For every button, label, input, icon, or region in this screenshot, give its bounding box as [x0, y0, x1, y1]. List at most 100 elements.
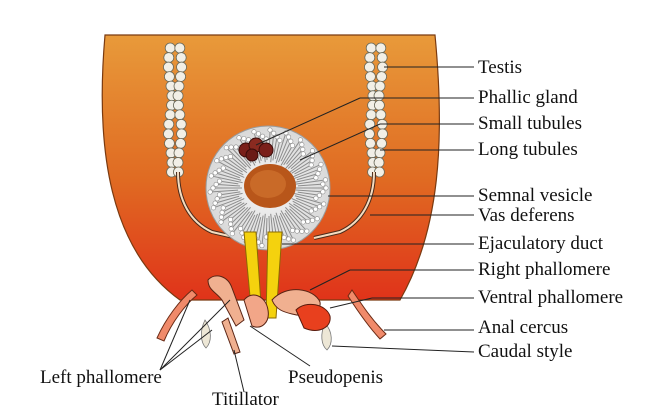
vesicle-tubule-tip	[214, 196, 220, 202]
leader-lines	[159, 66, 475, 393]
vesicle-tubule	[283, 139, 301, 166]
vesicle-tubule-tip	[259, 243, 265, 249]
vesicle-tubule-tip	[218, 214, 224, 220]
vesicle-tubule	[296, 197, 320, 208]
vesicle-tubule-tip	[316, 192, 322, 198]
vesicle-tubule-tip	[210, 205, 216, 211]
vesicle-tubule	[285, 206, 308, 232]
vesicle-tubule	[219, 180, 239, 185]
vesicle-tubule	[272, 136, 278, 161]
testis-left	[163, 42, 187, 178]
label-small-tubules: Small tubules	[478, 113, 582, 134]
vesicle-tubule-tip	[277, 137, 283, 143]
vesicle-tubule	[230, 206, 251, 230]
testis-follicle	[374, 147, 386, 159]
vesicle-tubule-tip	[290, 237, 296, 243]
left-phallomere-shape	[207, 275, 245, 327]
vesicle-tubule	[216, 160, 244, 176]
vesicle-tubule-tip	[315, 171, 321, 177]
vesicle-tubule	[291, 198, 316, 210]
vesicle-tubule-tip	[314, 216, 320, 222]
vesicle-tubule	[241, 210, 256, 234]
phallic-gland	[238, 137, 274, 162]
vesicle-tubule	[293, 177, 317, 184]
vesicle-tubule-tip	[286, 134, 292, 140]
vesicle-tubule	[265, 217, 268, 237]
titillator-shape	[221, 317, 241, 355]
vesicle-tubule	[297, 183, 323, 187]
testis-follicle	[173, 147, 185, 159]
vesicle-tubule	[221, 202, 245, 218]
testis-follicle	[174, 42, 186, 54]
testis-follicle	[164, 71, 175, 83]
testis-follicle	[175, 52, 187, 63]
vesicle-tubule-tip	[317, 166, 323, 172]
leader-caudal-style	[331, 345, 475, 353]
vas-deferens-left-inner	[177, 171, 239, 239]
vesicle-tubule	[219, 191, 241, 196]
vesicle-tubule	[275, 212, 285, 238]
leader-left-phallomere-a	[159, 299, 191, 371]
testis-follicle	[364, 118, 376, 130]
vesicle-tubule	[220, 202, 248, 223]
vesicle-tubule	[294, 168, 320, 179]
vesicle-tubule	[278, 215, 290, 240]
testis-follicle	[163, 61, 174, 73]
testis-follicle	[163, 128, 174, 140]
vesicle-tubule-tip	[300, 146, 306, 152]
vesicle-tubule-tip	[294, 228, 300, 234]
testis-follicle	[376, 71, 387, 83]
testis-follicle	[374, 80, 386, 92]
leader-pseudopenis	[249, 325, 311, 367]
ejaculatory-duct-right	[265, 231, 283, 319]
vesicle-tubule-tip	[320, 181, 326, 187]
testis-follicle	[164, 42, 176, 54]
vesicle-tubule-tip	[309, 148, 315, 154]
label-ejaculatory-duct: Ejaculatory duct	[478, 233, 604, 254]
label-seminal-vesicle: Semnal vesicle	[478, 185, 593, 206]
seminal-vesicle	[205, 125, 331, 251]
vesicle-tubule-tip	[317, 204, 323, 210]
testis-follicle	[365, 109, 377, 121]
vesicle-tubule-tip	[251, 129, 257, 135]
testis-follicle	[175, 71, 186, 83]
vesicle-tubule-tip	[212, 170, 218, 176]
vesicle-tubule-tip	[212, 200, 218, 206]
vesicle-tubule	[240, 210, 253, 229]
leader-right-phallomere	[309, 269, 351, 291]
vesicle-tubule	[292, 200, 312, 212]
vesicle-tubule	[289, 205, 309, 222]
vesicle-tubule	[261, 213, 266, 246]
testis-follicle	[172, 157, 184, 168]
caudal-style-right	[321, 322, 332, 351]
vesicle-tubule	[284, 212, 298, 232]
testis-follicle	[173, 80, 185, 92]
leader-left-phallomere-c	[159, 329, 213, 371]
vesicle-tubule	[288, 155, 313, 174]
leader-left-phallomere-b	[159, 299, 231, 371]
vesicle-tubule	[221, 158, 243, 173]
vesicle-tubule-tip	[318, 161, 324, 167]
testis-follicle	[376, 52, 388, 63]
vesicle-tubule-tip	[260, 133, 266, 139]
vesicle-tubule-tip	[216, 192, 222, 198]
testis-follicle	[365, 137, 376, 149]
vesicle-tubule-tip	[227, 154, 233, 160]
vesicle-tubule	[294, 164, 312, 175]
vesicle-tubule-tip	[323, 185, 329, 191]
vesicle-tubule-tip	[308, 162, 314, 168]
vesicle-tubule-tip	[320, 189, 326, 195]
vesicle-tubule	[230, 207, 249, 225]
vesicle-tubule	[211, 175, 243, 184]
vesicle-tubule-tip	[271, 130, 277, 136]
testis-follicle	[375, 42, 387, 54]
vesicle-tubule	[274, 140, 281, 160]
testis-follicle	[176, 128, 187, 140]
testis-follicle	[377, 128, 388, 140]
vesicle-tubule	[286, 144, 303, 165]
vesicle-tubule-tip	[228, 221, 234, 227]
vesicle-tubule-tip	[313, 206, 319, 212]
vesicle-tubule	[225, 157, 248, 174]
testis-follicle	[175, 118, 187, 130]
